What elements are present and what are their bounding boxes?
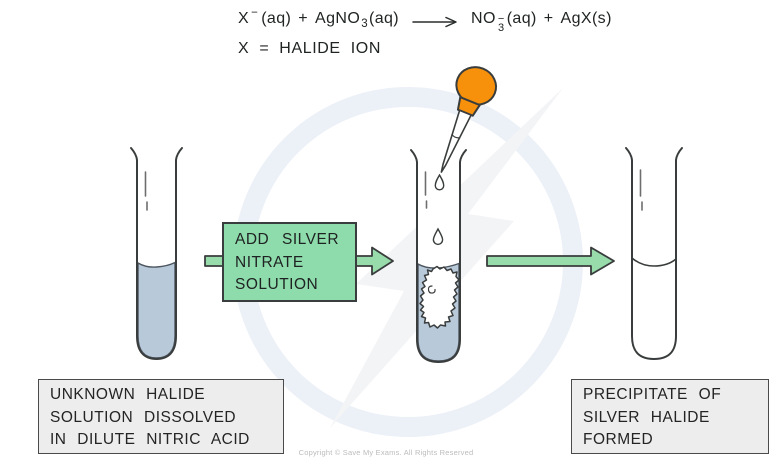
process-step-line: SOLUTION — [235, 276, 319, 293]
subscript: 3 — [361, 18, 368, 30]
reactant-halide: X — [238, 10, 250, 27]
arrow-to-result-icon — [486, 246, 615, 276]
caption-line: SILVER HALIDE — [583, 408, 710, 426]
copyright-notice: Copyright © Save My Exams. All Rights Re… — [298, 448, 474, 457]
falling-drop-icon — [434, 173, 445, 191]
subscript: 3 — [498, 22, 505, 34]
reaction-arrow-icon — [412, 16, 457, 28]
halide-solution-liquid — [137, 261, 176, 359]
charge-superscript: − — [497, 13, 505, 25]
dropper-icon — [440, 66, 498, 173]
process-step-box: ADD SILVER NITRATE SOLUTION — [222, 222, 357, 302]
charge-superscript: − — [251, 7, 259, 19]
product-silver-halide: AgX — [560, 10, 592, 27]
caption-line: FORMED — [583, 431, 654, 448]
meniscus-line — [631, 257, 677, 267]
state-symbol: (aq) — [506, 10, 537, 27]
product-nitrate: NO — [471, 10, 496, 27]
left-test-tube-icon — [130, 147, 183, 361]
caption-line: UNKNOWN HALIDE — [50, 386, 206, 403]
state-symbol: (aq) — [368, 10, 400, 27]
caption-precipitate: PRECIPITATE OF SILVER HALIDE FORMED — [571, 379, 769, 454]
precipitate-icon — [419, 265, 460, 329]
state-symbol: (aq) — [261, 10, 292, 27]
plus-sign: + — [298, 10, 309, 27]
caption-line: PRECIPITATE OF — [583, 386, 722, 403]
process-step-line: ADD SILVER — [235, 231, 340, 248]
middle-test-tube-icon — [410, 149, 467, 364]
caption-line: SOLUTION DISSOLVED — [50, 408, 237, 426]
right-test-tube-icon — [625, 147, 683, 361]
caption-line: IN DILUTE NITRIC ACID — [50, 431, 250, 448]
process-step-line: NITRATE — [235, 253, 304, 271]
halide-definition: X = HALIDE ION — [238, 40, 381, 57]
nitrate-sub-sup: −3 — [497, 13, 505, 34]
falling-drop-icon — [432, 227, 444, 246]
reactant-silver-nitrate: AgNO — [315, 10, 361, 27]
plus-sign: + — [543, 10, 554, 27]
state-symbol: (s) — [591, 10, 612, 27]
caption-unknown-halide: UNKNOWN HALIDE SOLUTION DISSOLVED IN DIL… — [38, 379, 284, 454]
